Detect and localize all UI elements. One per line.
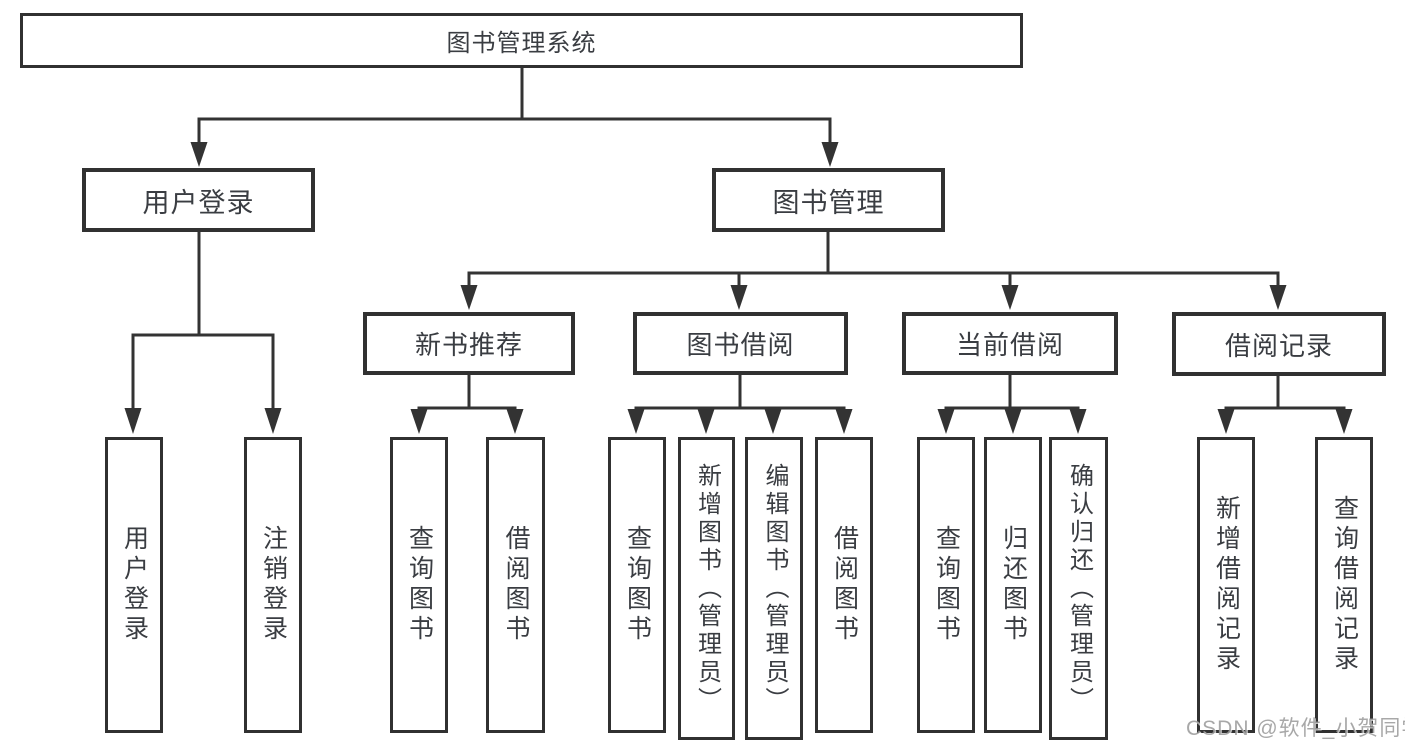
node-leaf-br-query-record: 查询借阅记录 xyxy=(1315,437,1373,733)
node-leaf-cb-confirm-return-admin: 确认归还（管理员） xyxy=(1049,437,1108,740)
node-user-login: 用户登录 xyxy=(82,168,315,232)
node-leaf-bb-borrow-books: 借阅图书 xyxy=(815,437,873,733)
node-leaf-br-new-record: 新增借阅记录 xyxy=(1197,437,1255,733)
node-leaf-cb-return-books: 归还图书 xyxy=(984,437,1042,733)
node-book-management: 图书管理 xyxy=(712,168,945,232)
node-leaf-rec-query-books: 查询图书 xyxy=(390,437,448,733)
node-leaf-logout: 注销登录 xyxy=(244,437,302,733)
node-leaf-bb-add-books-admin: 新增图书（管理员） xyxy=(678,437,735,740)
node-leaf-user-login: 用户登录 xyxy=(105,437,163,733)
node-leaf-rec-borrow-books: 借阅图书 xyxy=(486,437,545,733)
node-library-management-system: 图书管理系统 xyxy=(20,13,1023,68)
node-book-borrowing: 图书借阅 xyxy=(633,312,848,375)
node-borrowing-records: 借阅记录 xyxy=(1172,312,1386,376)
node-leaf-bb-edit-books-admin: 编辑图书（管理员） xyxy=(745,437,803,740)
node-current-borrowing: 当前借阅 xyxy=(902,312,1118,375)
csdn-watermark: CSDN @软件_小贺同学 xyxy=(1186,717,1405,740)
node-leaf-bb-query-books: 查询图书 xyxy=(608,437,666,733)
node-leaf-cb-query-books: 查询图书 xyxy=(917,437,975,733)
node-new-book-recommend: 新书推荐 xyxy=(363,312,575,375)
